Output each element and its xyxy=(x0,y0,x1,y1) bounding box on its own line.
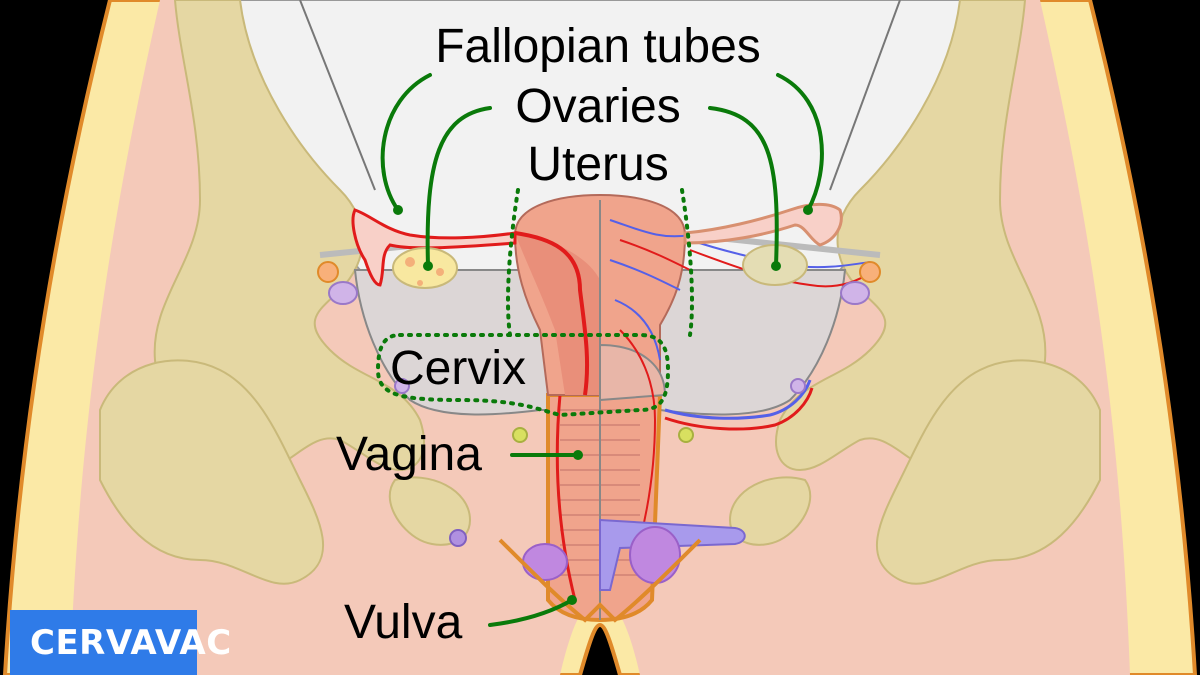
lymph-node-left-2 xyxy=(328,281,358,305)
leader-vagina-dot xyxy=(573,450,583,460)
brand-badge: CERVAVAC xyxy=(10,610,231,675)
vaginal-artery xyxy=(555,394,577,601)
label-fallopian-tubes: Fallopian tubes xyxy=(435,20,761,73)
suspensory-line-right xyxy=(829,0,901,191)
leader-vulva xyxy=(488,598,574,627)
leader-fallopian-right xyxy=(776,73,824,212)
femur-left xyxy=(99,359,325,585)
label-cervix: Cervix xyxy=(390,342,526,395)
cervix-outline-dotted xyxy=(375,333,671,418)
node-green-left xyxy=(512,427,528,443)
leader-fallopian-left-dot xyxy=(393,205,403,215)
brand-text: CERVAVAC xyxy=(30,622,232,663)
leader-vulva-dot xyxy=(567,595,577,605)
vestibular-bulb-left xyxy=(522,543,568,581)
label-vagina: Vagina xyxy=(336,428,482,481)
leader-ovary-right xyxy=(708,106,779,267)
leader-ovary-left-dot xyxy=(423,261,433,271)
fallopian-tube-left xyxy=(351,208,517,287)
lymph-node-right-1 xyxy=(859,261,881,283)
fallopian-tube-right xyxy=(683,202,843,247)
leader-fallopian-left xyxy=(380,73,432,212)
label-ovaries: Ovaries xyxy=(515,80,680,133)
vestibular-bulb-right xyxy=(629,526,681,584)
ovary-left-follicle-1 xyxy=(405,257,415,267)
labia xyxy=(498,538,702,623)
femur-right xyxy=(875,359,1101,585)
node-purple-low xyxy=(449,529,467,547)
lymph-node-left-1 xyxy=(317,261,339,283)
node-small-left xyxy=(394,378,410,394)
suspensory-line-left xyxy=(299,0,376,191)
node-small-right xyxy=(790,378,806,394)
label-uterus: Uterus xyxy=(527,138,668,191)
uterus-outline-dotted xyxy=(506,188,694,337)
leader-ovary-right-dot xyxy=(771,261,781,271)
leader-ovary-left xyxy=(425,106,492,267)
lymph-node-right-2 xyxy=(840,281,870,305)
label-vulva: Vulva xyxy=(344,596,463,649)
ovary-left-follicle-2 xyxy=(436,268,444,276)
node-green-right xyxy=(678,427,694,443)
pubic-bone-right xyxy=(728,476,812,546)
leader-fallopian-right-dot xyxy=(803,205,813,215)
uterine-artery-left xyxy=(514,231,590,396)
ovary-left-follicle-3 xyxy=(417,280,423,286)
